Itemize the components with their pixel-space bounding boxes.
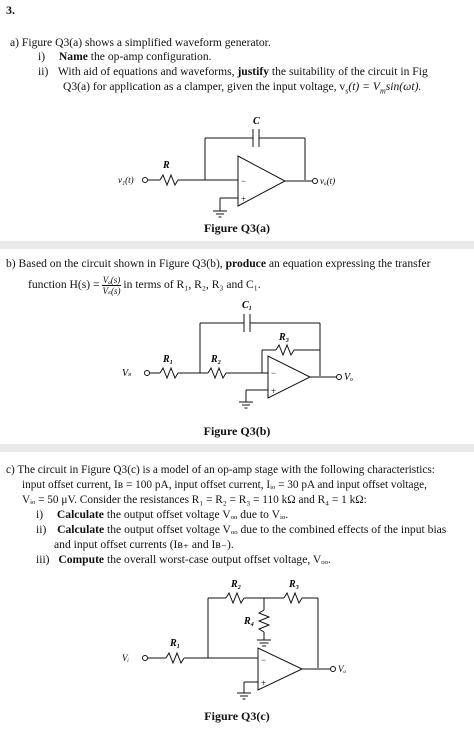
op-amp-b: [267, 355, 312, 399]
part-c-i-marker: i): [36, 508, 44, 521]
figure-q3b-caption: Figure Q3(b): [203, 424, 271, 438]
resistor-r2: [225, 591, 245, 605]
part-b-l1b: an equation expressing the transfer: [265, 257, 431, 270]
part-c-line2: input offset current, Iʙ = 100 pA, input…: [22, 479, 427, 491]
label-r2: R₂: [210, 354, 221, 365]
resistor-r2: [207, 366, 227, 380]
part-c-ii-line2: and input offset currents (Iʙ₊ and Iʙ₋).: [54, 538, 234, 551]
label-voc: Vₒ: [338, 664, 346, 674]
part-b-l2b: in terms of R₁, R₂, R₃ and C₁.: [123, 278, 261, 292]
label-c: C: [253, 116, 260, 127]
resistor-r3: [275, 343, 295, 357]
part-c-i: i) Calculate the output offset voltage V…: [36, 508, 288, 522]
part-b-frac-num: Vₒ(s): [102, 275, 121, 286]
part-a-ii-eq: (t) = V: [348, 80, 380, 93]
part-c-ii-rest: the output offset voltage Vₒₒ due to the…: [104, 523, 447, 536]
part-b-bold: produce: [225, 257, 266, 270]
part-c-ii-bold: Calculate: [57, 523, 105, 536]
part-c-ii: ii) Calculate the output offset voltage …: [36, 523, 446, 537]
question-number: 3.: [6, 3, 15, 17]
part-a-i-rest: the op-amp configuration.: [87, 50, 212, 63]
part-c-iii: iii) Compute the overall worst-case outp…: [36, 553, 331, 567]
part-c-i-bold: Calculate: [56, 508, 104, 521]
section-divider-2: [0, 444, 474, 452]
part-a-i-bold: Name: [58, 50, 88, 63]
label-c1: C₁: [242, 300, 252, 311]
svg-text:−: −: [271, 368, 276, 378]
section-divider: [0, 241, 474, 249]
part-a-i: i) Name the op-amp configuration.: [38, 50, 212, 64]
part-b-frac-den: Vₛ(s): [102, 286, 121, 296]
label-r3c: R₃: [288, 579, 299, 590]
label-r2c: R₂: [230, 579, 241, 590]
label-vi: Vᵢ: [122, 653, 129, 663]
part-a-ii-marker: ii): [38, 65, 49, 78]
resistor-r1: [159, 366, 179, 380]
part-b-line2: function H(s) = Vₒ(s) Vₛ(s) in terms of …: [28, 275, 261, 296]
label-r1c: R₁: [169, 638, 180, 649]
part-a-ii-line2: Q3(a) for application as a clamper, give…: [63, 80, 422, 96]
svg-text:+: +: [261, 678, 266, 688]
part-b-l2a: function H(s) =: [28, 278, 103, 292]
resistor-r4: [257, 609, 271, 633]
circuit-q3c: − + R₂ R₃ R₄ R₁ Vᵢ Vₒ: [122, 579, 346, 700]
label-vout: vₒ(t): [320, 176, 335, 186]
resistor-r3: [283, 591, 303, 605]
part-c-iii-marker: iii): [36, 553, 50, 566]
part-b-l1a: b) Based on the circuit shown in Figure …: [6, 257, 226, 270]
svg-text:+: +: [271, 386, 276, 396]
figure-q3a-caption: Figure Q3(a): [203, 221, 271, 235]
label-vs: Vₛ: [122, 368, 131, 379]
op-amp-a: [237, 155, 287, 207]
figure-q3c-caption: Figure Q3(c): [204, 709, 270, 723]
part-a-ii-bold: justify: [237, 65, 269, 78]
resistor-r: [159, 173, 179, 187]
part-a-intro: a) Figure Q3(a) shows a simplified wavef…: [10, 36, 271, 49]
label-r: R: [162, 160, 170, 171]
op-amp-c: [257, 647, 304, 691]
part-c-i-rest: the output offset voltage Vₒₒ due to Vᵢₒ…: [103, 508, 289, 521]
resistor-r1: [165, 651, 185, 665]
part-c-line1: c) The circuit in Figure Q3(c) is a mode…: [6, 464, 435, 476]
circuit-q3b: − + C₁ R₁ R₂ R₃ Vₛ Vₒ: [122, 300, 353, 409]
part-a-ii-l1b: the suitability of the circuit in Fig: [269, 65, 428, 78]
part-a-ii: ii) With aid of equations and waveforms,…: [38, 65, 428, 79]
part-c-iii-rest: the overall worst-case output offset vol…: [104, 553, 331, 566]
label-r1: R₁: [162, 354, 173, 365]
label-vin: v₁(t): [118, 175, 134, 185]
label-r4c: R₄: [243, 616, 254, 627]
part-a-ii-l1a: With aid of equations and waveforms,: [57, 65, 238, 78]
part-c-iii-bold: Compute: [58, 553, 105, 566]
label-vo: Vₒ: [344, 372, 353, 383]
svg-text:−: −: [261, 655, 266, 665]
part-a-ii-l2: Q3(a) for application as a clamper, give…: [63, 80, 346, 93]
part-a-i-marker: i): [38, 50, 46, 63]
part-c-line3: Vᵢₒ = 50 μV. Consider the resistances R₁…: [22, 494, 367, 506]
circuit-q3a: − + C R v₁(t) vₒ(t): [118, 116, 335, 218]
svg-text:−: −: [241, 176, 246, 186]
part-b-line1: b) Based on the circuit shown in Figure …: [6, 257, 431, 271]
svg-text:+: +: [241, 194, 246, 204]
part-a-ii-eq2: sin(ωt).: [385, 80, 422, 93]
label-r3: R₃: [278, 332, 289, 343]
part-c-ii-marker: ii): [36, 523, 47, 536]
